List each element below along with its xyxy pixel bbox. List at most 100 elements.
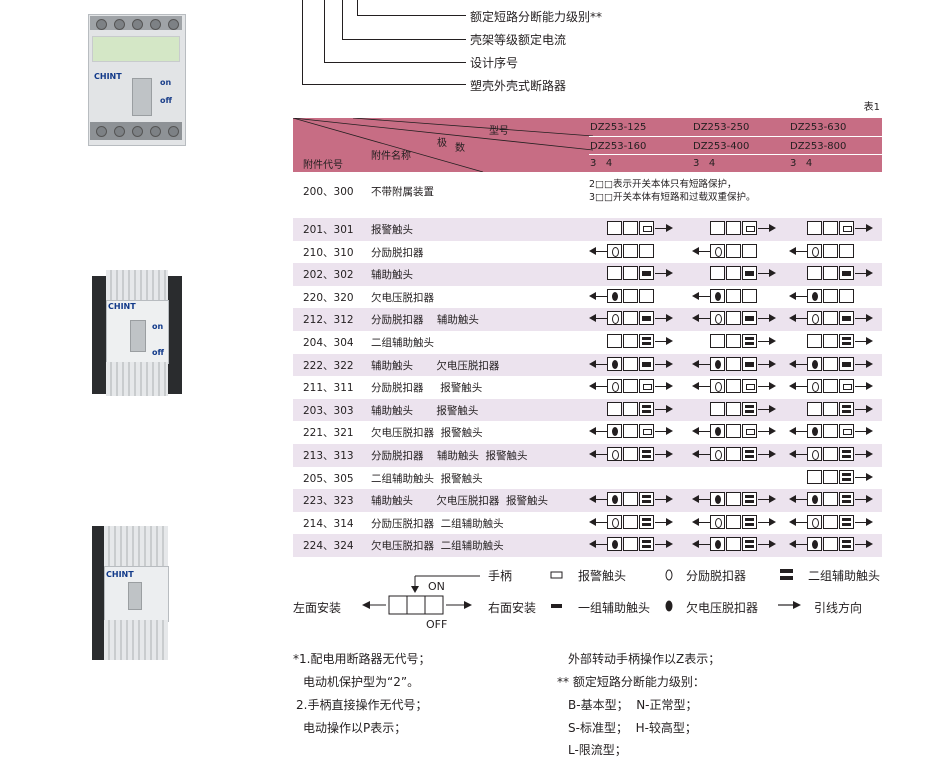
row-name: 报警触头 <box>371 224 413 236</box>
model-poles: 3 4 <box>693 158 716 169</box>
model-bottom: DZ253-160 <box>590 141 647 152</box>
legend-aux2-icon <box>778 569 801 609</box>
legend-handle: 手柄 <box>488 569 513 583</box>
row-name: 辅助触头 欠电压脱扣器 报警触头 <box>371 495 549 508</box>
wiring-diagram <box>692 221 784 237</box>
row-code: 221、321 <box>303 427 354 440</box>
aux2-contact-icon <box>842 540 851 544</box>
alarm-contact-icon <box>643 429 652 436</box>
wiring-diagram <box>692 492 784 508</box>
row-desc: 2□□表示开关本体只有短路保护， 3□□开关本体有短路和过载双重保护。 <box>589 179 756 203</box>
alarm-contact-icon <box>843 226 852 232</box>
tree-item: 设计序号 <box>470 56 519 70</box>
shunt-release-icon <box>812 382 819 393</box>
model-label: 型号 <box>489 126 509 137</box>
alarm-contact-icon <box>643 384 652 391</box>
undervoltage-release-icon <box>612 540 618 550</box>
wiring-diagram <box>789 243 881 260</box>
undervoltage-release-icon <box>812 359 818 369</box>
wiring-diagram <box>692 424 784 440</box>
row-code: 210、310 <box>303 246 354 259</box>
legend-right-install: 右面安装 <box>488 601 537 615</box>
model-top: DZ253-125 <box>590 122 647 133</box>
table-header: 型号 极 数 附件名称 附件代号 DZ253-125 DZ253-160 3 4… <box>293 118 882 172</box>
undervoltage-release-icon <box>812 540 818 550</box>
wiring-diagram <box>692 514 784 531</box>
note-right-5: L-限流型； <box>568 743 627 757</box>
undervoltage-release-icon <box>612 291 618 301</box>
tree-line-3 <box>324 0 466 63</box>
row-name: 分励脱扣器 <box>371 246 424 259</box>
aux-contact-icon <box>842 316 851 322</box>
shunt-release-icon <box>715 246 722 257</box>
aux2-contact-icon <box>842 337 851 340</box>
wiring-diagram <box>789 401 881 418</box>
row-name: 欠电压脱扣器 报警触头 <box>371 427 483 440</box>
wiring-diagram <box>692 379 784 395</box>
aux2-contact-icon <box>842 472 851 476</box>
shunt-release-icon <box>612 382 619 393</box>
alarm-contact-icon <box>746 384 755 391</box>
wiring-diagram <box>589 221 681 237</box>
row-code: 223、323 <box>303 495 354 508</box>
row-code: 222、322 <box>303 359 354 372</box>
undervoltage-release-icon <box>812 495 818 505</box>
model-poles: 3 4 <box>590 158 613 169</box>
table-row: 210、310 分励脱扣器 <box>293 241 882 264</box>
wiring-diagram <box>789 266 881 282</box>
aux2-contact-icon <box>745 540 754 544</box>
table-row: 201、301 报警触头 <box>293 218 882 241</box>
undervoltage-release-icon <box>715 427 721 437</box>
legend-direction: 引线方向 <box>814 601 863 615</box>
row-code: 220、320 <box>303 291 354 304</box>
model-top: DZ253-630 <box>790 122 847 133</box>
wiring-diagram <box>789 221 881 237</box>
wiring-diagram <box>789 492 881 508</box>
header-diagonals <box>293 118 593 172</box>
wiring-diagram <box>589 356 681 373</box>
undervoltage-release-icon <box>715 291 721 301</box>
wiring-diagram <box>589 311 681 327</box>
undervoltage-release-icon <box>715 359 721 369</box>
wiring-diagram <box>692 356 784 373</box>
aux2-contact-icon <box>642 540 651 544</box>
note-left-2: 电动机保护型为“2”。 <box>303 675 420 689</box>
undervoltage-release-icon <box>812 427 818 437</box>
table-row-base: 200、300 不带附属装置 2□□表示开关本体只有短路保护， 3□□开关本体有… <box>293 179 882 203</box>
shunt-release-icon <box>612 517 619 528</box>
poles-label: 数 <box>455 143 465 154</box>
wiring-diagram <box>789 424 881 440</box>
note-right-2: ** 额定短路分断能力级别： <box>557 675 705 689</box>
wiring-diagram <box>589 288 681 305</box>
code-label: 附件代号 <box>303 160 343 171</box>
row-code: 211、311 <box>303 382 354 395</box>
aux-contact-icon <box>745 316 754 322</box>
row-name: 辅助触头 <box>371 269 413 282</box>
aux-contact-icon <box>842 361 851 367</box>
aux2-contact-icon <box>745 495 754 499</box>
row-name: 辅助触头 报警触头 <box>371 404 479 417</box>
wiring-diagram <box>589 334 681 350</box>
table-row: 223、323 辅助触头 欠电压脱扣器 报警触头 <box>293 489 882 512</box>
undervoltage-release-icon <box>612 427 618 437</box>
note-right-1: 外部转动手柄操作以Z表示； <box>568 652 721 666</box>
wiring-diagram <box>692 537 784 553</box>
undervoltage-release-icon <box>715 495 721 505</box>
alarm-contact-icon <box>843 429 852 436</box>
row-name: 不带附属装置 <box>371 186 434 198</box>
wiring-diagram <box>589 401 681 418</box>
shunt-release-icon <box>612 314 619 325</box>
wiring-diagram <box>589 492 681 508</box>
shunt-release-icon <box>715 314 722 325</box>
wiring-diagram <box>589 243 681 260</box>
shunt-release-icon <box>612 246 619 257</box>
row-code: 212、312 <box>303 314 354 327</box>
wiring-diagram <box>692 243 784 260</box>
legend-shunt-icon <box>665 569 673 612</box>
row-code: 224、324 <box>303 540 354 553</box>
legend-aux1: 一组辅助触头 <box>578 601 651 615</box>
row-code: 201、301 <box>303 224 354 236</box>
